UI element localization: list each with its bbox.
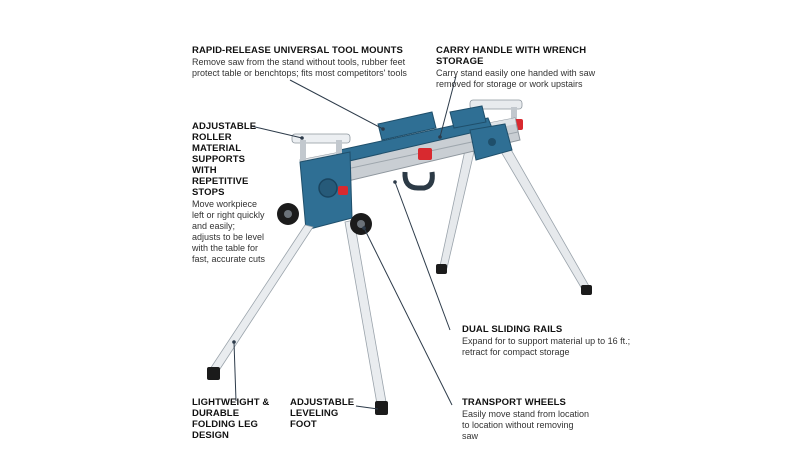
callout-carry-handle-body: Carry stand easily one handed with saw r… — [436, 68, 596, 89]
callout-transport-wheels: TRANSPORT WHEELS Easily move stand from … — [462, 397, 592, 442]
left-leg-bracket — [299, 151, 353, 231]
callout-sliding-rails: DUAL SLIDING RAILS Expand for to support… — [462, 324, 642, 358]
callout-carry-handle-title: CARRY HANDLE WITH WRENCH STORAGE — [436, 45, 587, 67]
leader-dots — [232, 127, 442, 344]
callout-roller-supports-body: Move workpiece left or right quickly and… — [192, 199, 266, 264]
front-left-foot — [207, 367, 220, 380]
leader-rails — [394, 181, 451, 331]
left-mount-lock — [418, 148, 432, 160]
callout-folding-legs: LIGHTWEIGHT & DURABLE FOLDING LEG DESIGN — [192, 397, 272, 441]
callout-sliding-rails-body: Expand for to support material up to 16 … — [462, 336, 631, 357]
transport-wheels — [277, 203, 372, 235]
leader-mounts — [289, 79, 384, 130]
leader-legs — [233, 341, 237, 402]
back-left-foot — [436, 264, 447, 274]
callout-tool-mounts: RAPID-RELEASE UNIVERSAL TOOL MOUNTS Remo… — [192, 45, 422, 79]
back-legs — [436, 145, 592, 295]
left-roller-support — [291, 133, 351, 162]
carry-handle — [402, 171, 435, 191]
leader-handle — [439, 75, 457, 138]
callout-tool-mounts-body: Remove saw from the stand without tools,… — [192, 57, 407, 78]
callout-carry-handle: CARRY HANDLE WITH WRENCH STORAGE Carry s… — [436, 45, 616, 90]
callout-roller-supports: ADJUSTABLE ROLLER MATERIAL SUPPORTS WITH… — [192, 121, 266, 265]
back-right-foot — [581, 285, 592, 295]
callout-leveling-foot: ADJUSTABLE LEVELING FOOT — [290, 397, 362, 430]
leader-rollers — [250, 125, 303, 139]
front-legs — [207, 219, 388, 415]
leveling-foot — [375, 401, 388, 415]
callout-transport-wheels-title: TRANSPORT WHEELS — [462, 397, 566, 408]
leader-wheels — [363, 227, 453, 406]
callout-leveling-foot-title: ADJUSTABLE LEVELING FOOT — [290, 397, 355, 430]
leader-foot — [355, 405, 379, 410]
leader-lines — [233, 75, 457, 410]
callout-roller-supports-title: ADJUSTABLE ROLLER MATERIAL SUPPORTS WITH… — [192, 121, 257, 198]
callout-folding-legs-title: LIGHTWEIGHT & DURABLE FOLDING LEG DESIGN — [192, 397, 270, 441]
callout-sliding-rails-title: DUAL SLIDING RAILS — [462, 324, 563, 335]
callout-transport-wheels-body: Easily move stand from location to locat… — [462, 409, 590, 441]
right-leg-bracket — [469, 123, 513, 161]
callout-tool-mounts-title: RAPID-RELEASE UNIVERSAL TOOL MOUNTS — [192, 45, 403, 56]
